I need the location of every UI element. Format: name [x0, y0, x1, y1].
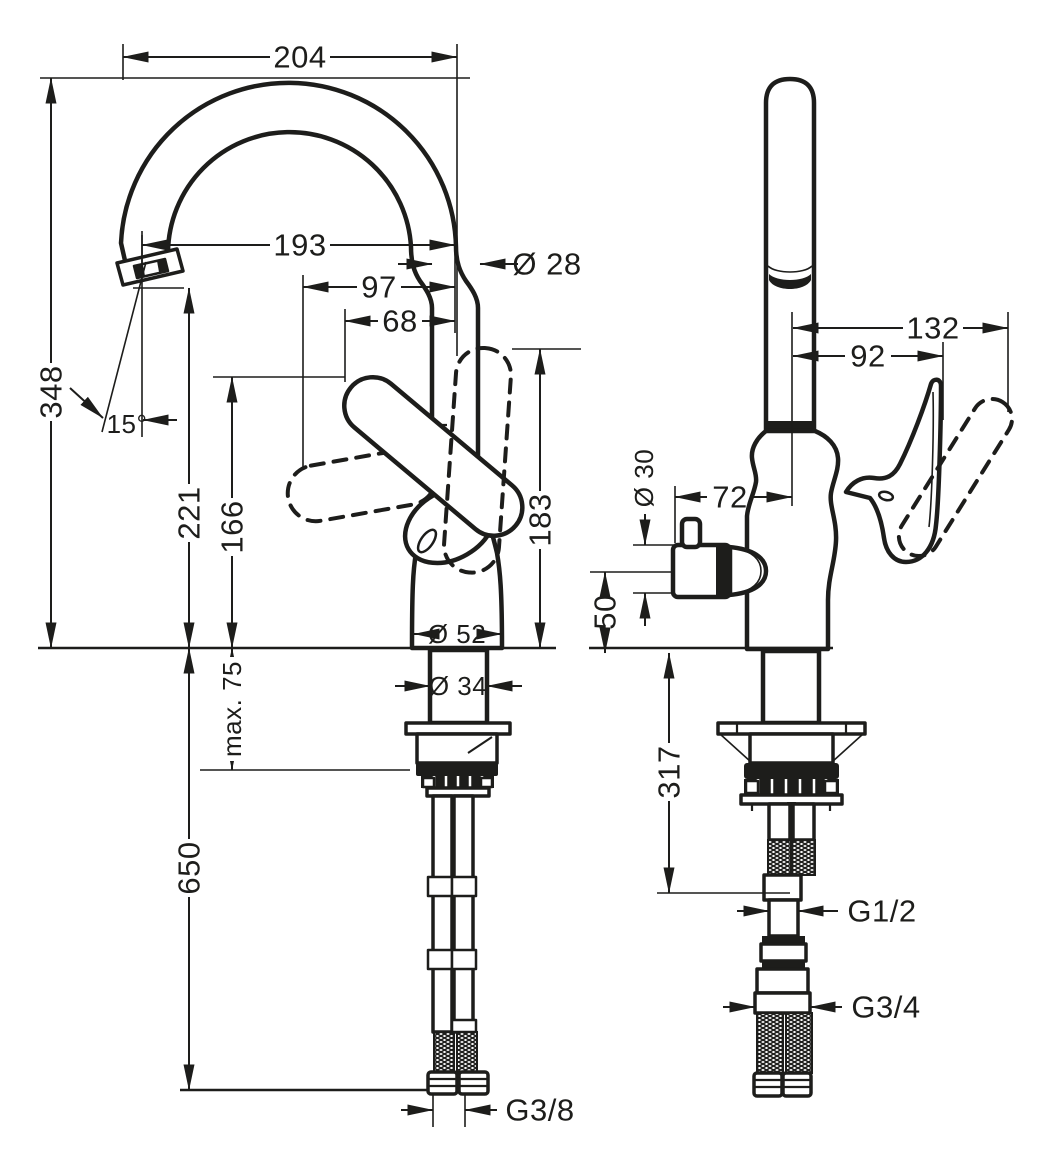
dim-label-g12: G1/2	[847, 894, 916, 929]
side-handle-seam	[928, 391, 935, 528]
dim-label-g34: G3/4	[851, 990, 920, 1025]
dim-label-166: 166	[215, 500, 250, 553]
dim-label-d52: Ø 52	[428, 619, 486, 649]
dim-spout-height: 348	[34, 77, 69, 649]
dim-handle-reach-inner: 68	[344, 304, 456, 382]
dim-hose-thread: G3/8	[401, 1093, 574, 1128]
dim-label-d34: Ø 34	[429, 671, 487, 701]
dim-label-max75: max. 75	[217, 661, 247, 757]
handle-solid	[342, 374, 525, 539]
side-handle-solid	[843, 377, 944, 565]
dim-shank-diameter: Ø 34	[395, 671, 522, 701]
side-aerator	[767, 265, 813, 289]
dim-handle-reach-side: 92	[792, 339, 944, 420]
dim-label-68: 68	[382, 304, 417, 339]
side-view	[670, 76, 1014, 1098]
dim-thread-upper: G1/2	[737, 894, 916, 929]
dim-label-193: 193	[273, 228, 326, 263]
handle-pivot-detail	[416, 528, 438, 554]
dim-label-221: 221	[172, 486, 207, 539]
dim-label-317: 317	[652, 745, 687, 798]
dim-label-204: 204	[273, 40, 326, 75]
dim-valve-diameter: Ø 30	[629, 449, 676, 626]
dim-label-15deg: 15°	[107, 409, 148, 439]
front-view	[115, 80, 525, 1096]
dim-label-50: 50	[588, 594, 623, 629]
front-supply-hoses	[426, 794, 490, 1096]
dim-label-132: 132	[906, 311, 959, 346]
side-supply-tubes	[752, 802, 816, 1098]
dim-label-72: 72	[712, 480, 747, 515]
dim-label-97: 97	[361, 270, 396, 305]
dim-body-height: 183	[512, 348, 581, 649]
dim-handle-height: 166	[213, 376, 345, 649]
side-handle-screw	[877, 490, 895, 502]
dim-label-92: 92	[850, 339, 885, 374]
side-handle-dashed-position	[896, 397, 1014, 559]
dim-spout-angle: 15°	[69, 235, 177, 439]
dim-connection-length: 317	[652, 652, 790, 894]
dim-label-g38: G3/8	[505, 1093, 574, 1128]
dim-pipe-diameter: Ø 28	[398, 247, 581, 282]
dim-label-348: 348	[34, 365, 69, 418]
side-pipe	[763, 76, 817, 435]
side-body	[744, 428, 841, 652]
dim-handle-swing-reach: 132	[792, 311, 1009, 412]
dim-hose-length: 650	[172, 647, 207, 1091]
dim-handle-reach-outer: 97	[133, 270, 456, 469]
dim-outlet-height: 221	[172, 287, 207, 649]
dim-label-d28: Ø 28	[512, 247, 581, 282]
handle-dashed-up-position	[442, 345, 513, 575]
side-valve	[670, 516, 769, 600]
spout-outline	[118, 80, 481, 473]
dim-valve-offset: 72	[674, 480, 793, 543]
dim-max-deck-thickness: max. 75	[200, 647, 410, 771]
dim-spout-reach: 204	[122, 40, 458, 356]
dim-label-d30: Ø 30	[629, 449, 659, 507]
dim-valve-center-height: 50	[588, 571, 672, 654]
front-dimensions: 204 348 193 Ø 28 97	[34, 40, 582, 1128]
side-mounting-assembly	[716, 648, 867, 811]
side-dimensions: 132 92 Ø 30 72 50	[588, 311, 1009, 1025]
side-joint-band	[765, 421, 815, 431]
dim-label-650: 650	[172, 841, 207, 894]
dim-base-diameter: Ø 52	[413, 619, 503, 649]
dim-thread-lower: G3/4	[723, 990, 920, 1025]
dim-label-183: 183	[523, 493, 558, 546]
